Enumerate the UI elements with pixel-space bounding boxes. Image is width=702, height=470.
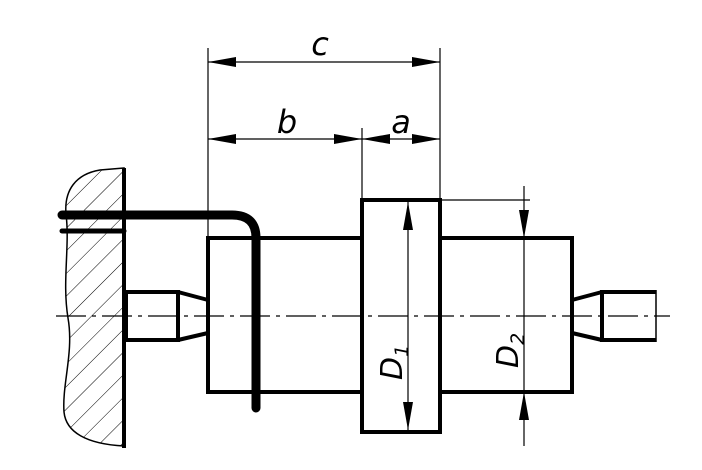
dimension-a: a <box>362 103 440 144</box>
label-c: c <box>311 25 329 63</box>
label-d1-letter: D <box>375 357 410 380</box>
label-d1-sub: 1 <box>391 345 413 357</box>
right-center-pin <box>571 290 656 342</box>
label-b: b <box>277 103 297 141</box>
dimension-d2: D2 <box>491 186 529 446</box>
wall-hatch <box>63 167 125 447</box>
dimension-b: b <box>208 103 362 144</box>
label-d1: D1 <box>375 345 413 380</box>
extension-lines <box>207 48 572 393</box>
indicator-probe <box>57 210 261 413</box>
wall-section <box>63 167 126 448</box>
label-a: a <box>391 103 411 141</box>
label-d2: D2 <box>491 333 529 368</box>
label-d2-sub: 2 <box>507 333 529 345</box>
dimension-d1: D1 <box>375 200 413 432</box>
shaft-left-section <box>206 236 364 394</box>
label-d2-letter: D <box>491 345 526 368</box>
dimension-c: c <box>208 25 440 67</box>
